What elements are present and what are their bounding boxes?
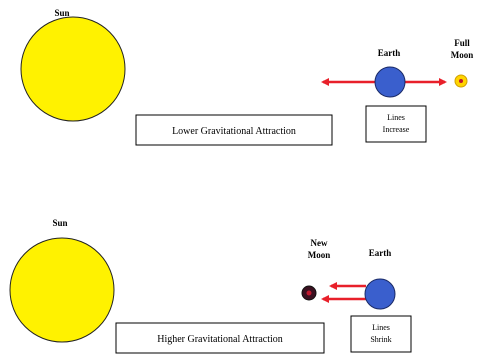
top-attraction-box [135,114,333,146]
bottom-sun-label: Sun [52,218,67,228]
bottom-moon-label-line1: New [311,238,328,248]
top-lines-line1: Lines [387,113,405,122]
bottom-lines-line2: Shrink [370,335,391,344]
top-attraction-text: Lower Gravitational Attraction [172,126,296,137]
bottom-attraction-text: Higher Gravitational Attraction [157,334,283,345]
top-lines-line2: Increase [383,125,410,134]
top-moon-label-line1: Full [454,38,470,48]
bottom-lines-line1: Lines [372,323,390,332]
top-lines-box [365,105,427,143]
bottom-lines-box [350,315,412,353]
bottom-new-moon-core [306,290,312,296]
top-scene: Sun Lower Gravitational Attraction Earth… [20,8,474,146]
top-earth-circle [374,66,406,98]
bottom-sun-circle [9,237,115,343]
bottom-attraction-box [115,322,325,354]
top-sun-label: Sun [54,8,69,18]
bottom-moon-label-line2: Moon [308,250,331,260]
bottom-earth-label: Earth [369,248,392,258]
bottom-scene: Sun Higher Gravitational Attraction New … [9,218,412,354]
top-earth-label: Earth [378,48,401,58]
top-full-moon-core [459,79,463,83]
top-sun-circle [20,16,126,122]
bottom-earth-circle [364,278,396,310]
top-moon-label-line2: Moon [451,50,474,60]
